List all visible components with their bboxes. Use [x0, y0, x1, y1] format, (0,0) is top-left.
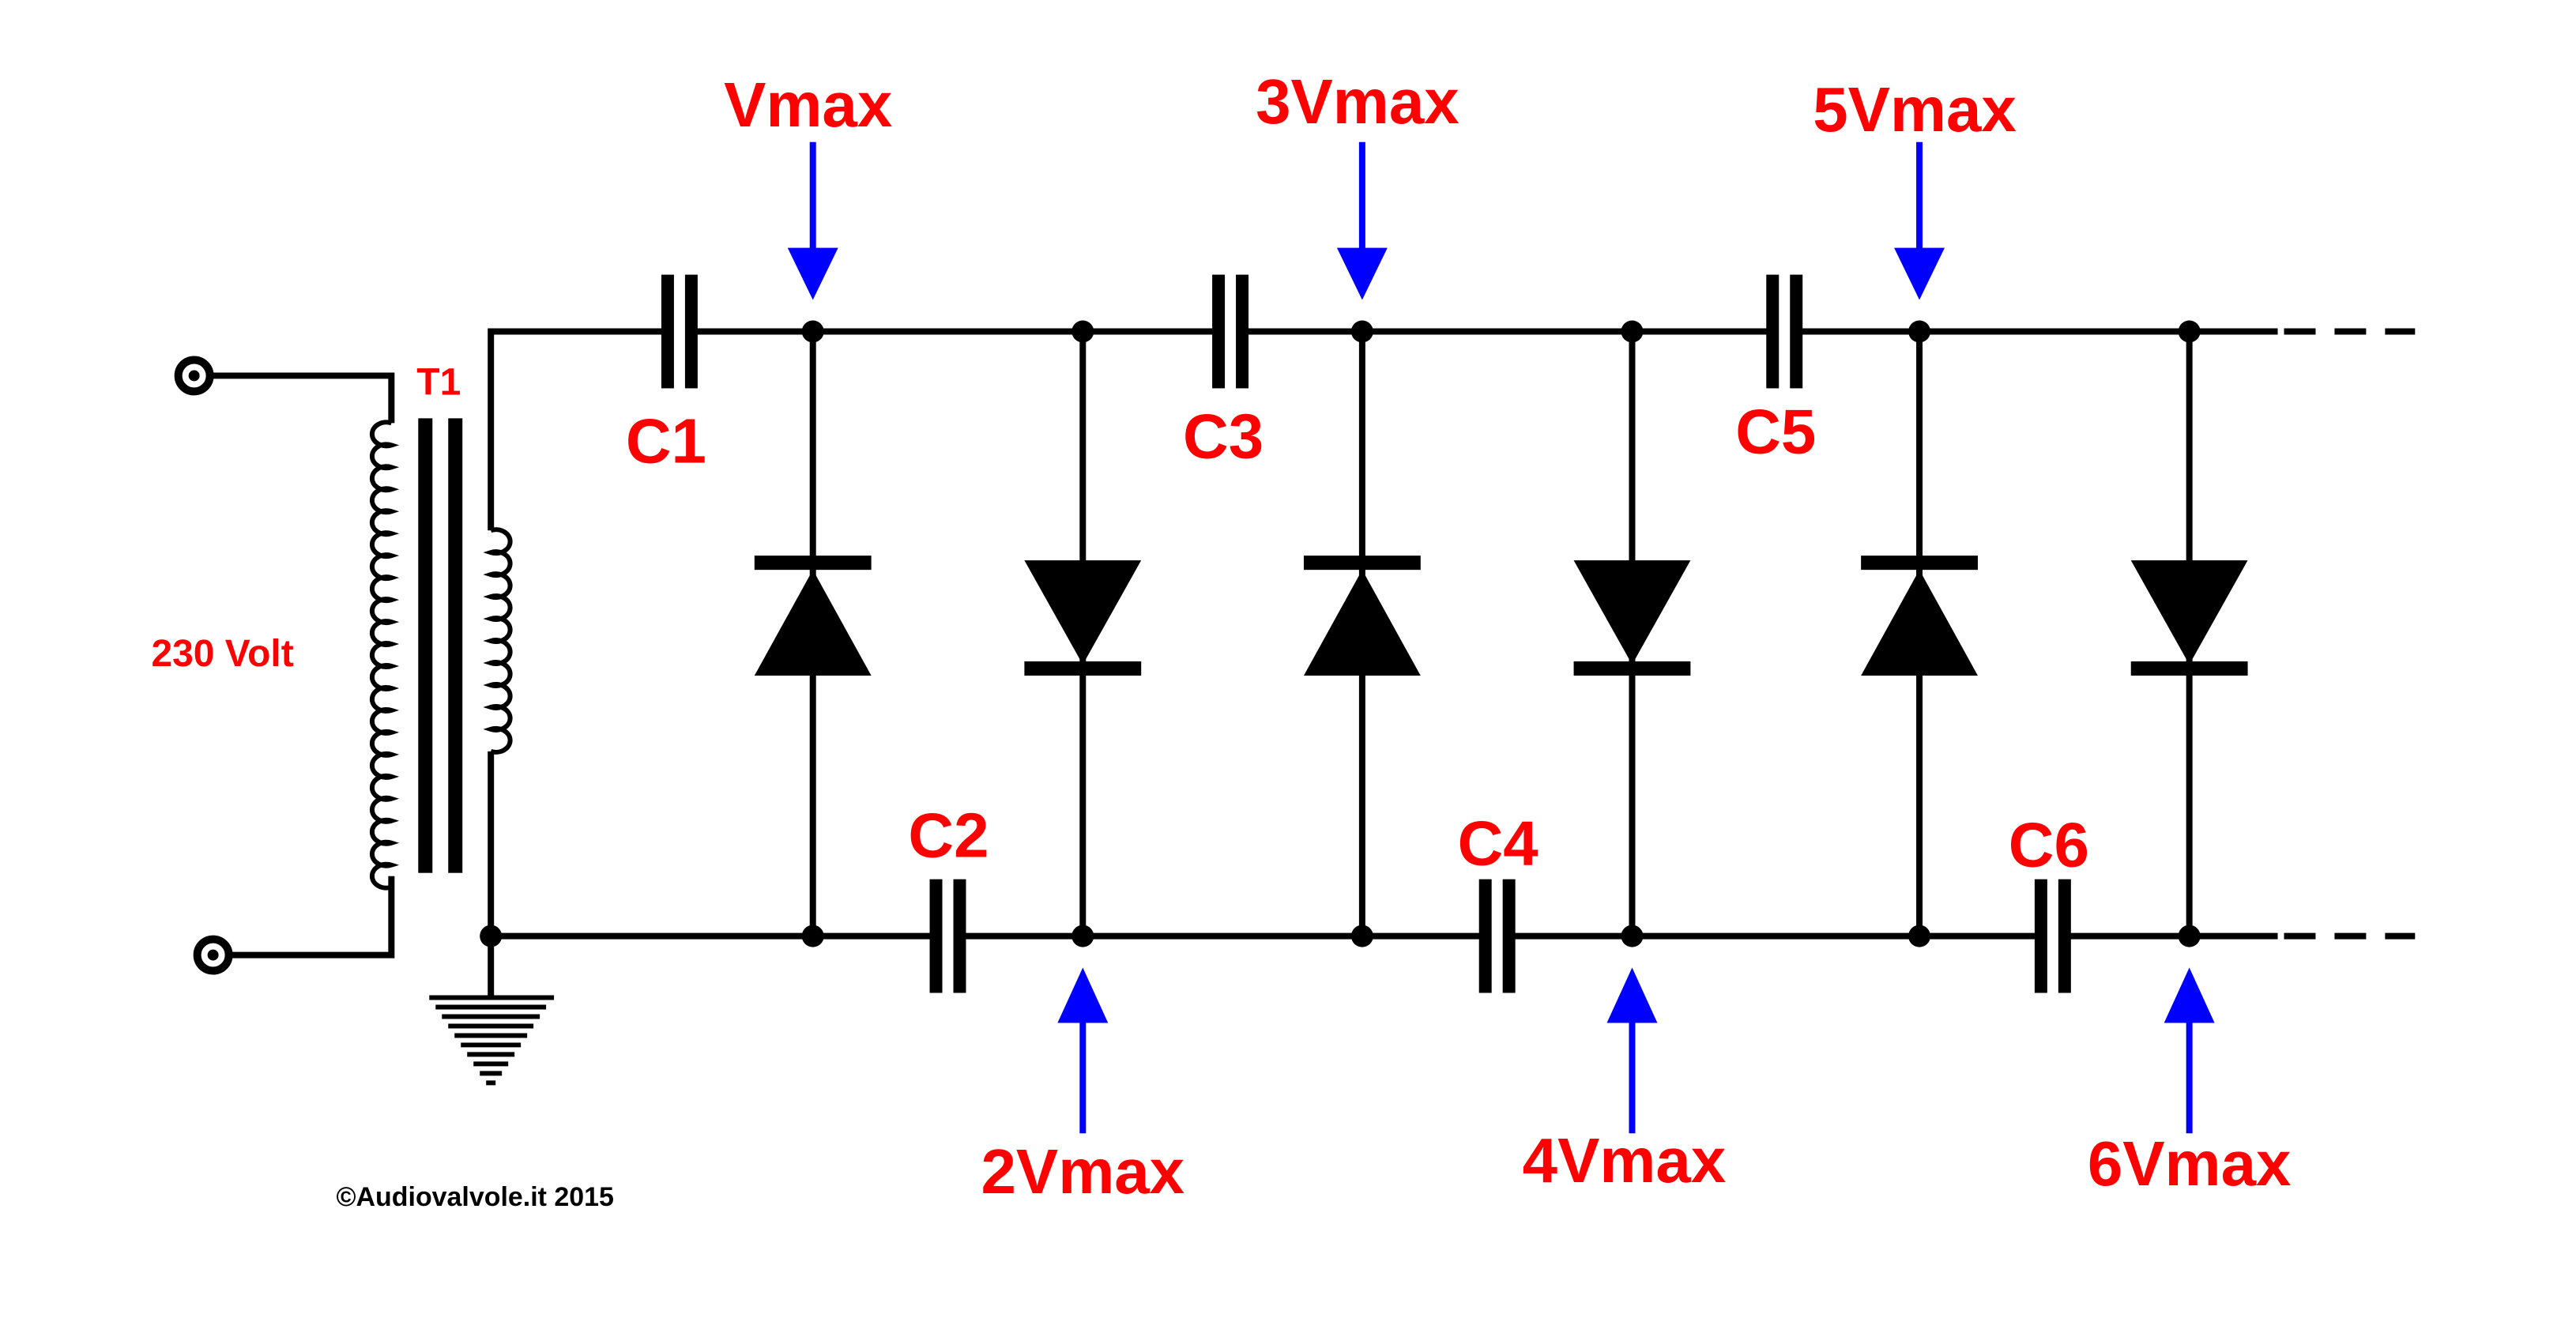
voltage-arrows — [787, 141, 2215, 1134]
terminal-dots — [188, 370, 219, 961]
diode-d1-icon — [754, 556, 872, 676]
capacitor-label-c5: C5 — [1735, 396, 1816, 466]
arrow-up-4vmax-icon — [1606, 967, 1658, 1134]
transformer-icon — [369, 418, 513, 891]
capacitor-c3-icon — [1212, 274, 1249, 389]
diode-d6-icon — [2130, 560, 2248, 676]
diode-d2-icon — [1024, 560, 1142, 676]
diodes — [754, 556, 2248, 676]
ground-icon — [429, 995, 555, 1086]
capacitor-label-c3: C3 — [1183, 401, 1264, 471]
transformer-core-right — [448, 418, 463, 873]
transformer-label: T1 — [416, 361, 461, 403]
capacitor-c6-icon — [2034, 879, 2071, 993]
diode-d3-icon — [1303, 556, 1421, 676]
voltage-label-5vmax: 5Vmax — [1813, 74, 2017, 145]
capacitor-label-c6: C6 — [2009, 810, 2089, 880]
capacitor-c1-icon — [661, 274, 698, 389]
arrow-down-3vmax-icon — [1336, 141, 1388, 300]
labels: T1 230 Volt C1 C2 C3 C4 C5 C6 Vmax 3Vmax… — [151, 66, 2291, 1212]
voltage-label-vmax: Vmax — [724, 70, 892, 140]
capacitor-c2-icon — [929, 879, 966, 993]
diode-d5-icon — [1861, 556, 1978, 676]
transformer-core-left — [418, 418, 433, 873]
voltage-label-3vmax: 3Vmax — [1256, 66, 1459, 137]
capacitor-label-c4: C4 — [1458, 808, 1538, 879]
primary-wiring — [209, 372, 395, 958]
arrow-up-2vmax-icon — [1057, 967, 1109, 1134]
arrow-down-5vmax-icon — [1894, 141, 1945, 300]
arrow-down-vmax-icon — [787, 141, 838, 300]
voltage-label-2vmax: 2Vmax — [981, 1136, 1184, 1207]
capacitor-label-c1: C1 — [626, 405, 706, 476]
secondary-coil — [483, 527, 513, 755]
diode-d4-icon — [1573, 560, 1691, 676]
copyright-text: ©Audiovalvole.it 2015 — [337, 1182, 614, 1212]
arrow-up-6vmax-icon — [2164, 967, 2215, 1134]
input-voltage-label: 230 Volt — [151, 633, 293, 675]
capacitor-label-c2: C2 — [908, 800, 989, 871]
primary-coil — [369, 420, 400, 891]
capacitor-c4-icon — [1478, 879, 1516, 993]
voltage-label-6vmax: 6Vmax — [2088, 1128, 2292, 1199]
continuation-dashes — [2284, 328, 2416, 940]
circuit-wires — [488, 328, 2278, 996]
junction-dots — [480, 320, 2201, 947]
capacitor-c5-icon — [1766, 274, 1803, 389]
voltage-label-4vmax: 4Vmax — [1523, 1125, 1727, 1196]
capacitors — [661, 274, 2071, 993]
